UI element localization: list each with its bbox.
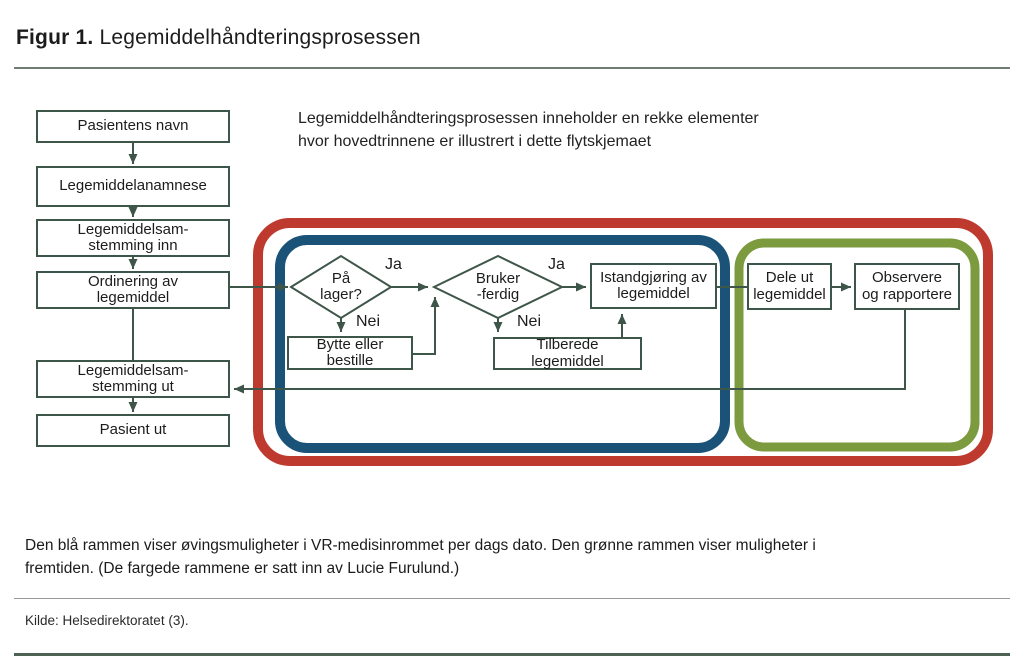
decision-label-line: lager? — [320, 285, 362, 303]
box-pasient-ut: Pasient ut — [36, 414, 230, 447]
box-label: Legemiddelanamnese — [59, 177, 207, 195]
intro-line: hvor hovedtrinnene er illustrert i dette… — [298, 133, 652, 150]
label-ja-2: Ja — [548, 256, 565, 273]
box-label: Pasientens navn — [77, 117, 189, 135]
box-label: Legemiddelsam- — [77, 220, 189, 238]
box-legemiddelanamnese: Legemiddelanamnese — [36, 166, 230, 207]
box-legemiddelsamstemming-inn: Legemiddelsam- stemming inn — [36, 219, 230, 257]
box-label: Dele ut — [765, 269, 814, 286]
caption-text: Den blå rammen viser øvingsmuligheter i … — [25, 535, 816, 580]
box-label: Pasient ut — [99, 421, 167, 439]
box-istandgjoring-av-legemiddel: Istandgjøring av legemiddel — [590, 263, 717, 309]
decision-label-line: På — [331, 269, 351, 287]
box-pasientens-navn: Pasientens navn — [36, 110, 230, 143]
box-label: legemiddel — [753, 285, 826, 303]
arrow-bytte-return — [413, 297, 440, 355]
box-label: og rapportere — [861, 285, 953, 303]
label-ja-1: Ja — [385, 256, 402, 273]
box-label: stemming ut — [92, 378, 174, 395]
box-ordinering-av-legemiddel: Ordinering av legemiddel — [36, 271, 230, 309]
box-label: Tilberede — [536, 336, 599, 353]
figure-label: Figur 1. — [16, 26, 94, 49]
box-observere-og-rapportere: Observere og rapportere — [854, 263, 960, 310]
box-label: bestille — [326, 352, 374, 369]
box-label: Bytte eller — [316, 335, 384, 353]
figure-title: Figur 1. Legemiddelhåndteringsprosessen — [16, 26, 421, 50]
label-nei-1: Nei — [356, 313, 381, 330]
box-label: Ordinering av — [87, 272, 179, 290]
arrow-observere-to-samstemming-ut — [234, 310, 906, 394]
label-nei-2: Nei — [517, 313, 542, 330]
caption-line: fremtiden. (De fargede rammene er satt i… — [25, 559, 460, 577]
box-label: Istandgjøring av — [600, 268, 707, 286]
decision-label-line: Bruker — [475, 269, 521, 287]
intro-text: Legemiddelhåndteringsprosessen inneholde… — [298, 107, 759, 153]
box-label: legemiddel — [531, 352, 604, 370]
blue-frame — [275, 235, 730, 453]
decision-brukerferdig-label: Bruker -ferdig — [448, 261, 548, 312]
box-label: legemiddel — [617, 285, 690, 302]
red-frame — [253, 218, 993, 466]
box-tilberede-legemiddel: Tilberede legemiddel — [493, 336, 642, 370]
intro-line: Legemiddelhåndteringsprosessen inneholde… — [298, 110, 759, 127]
source-text: Kilde: Helsedirektoratet (3). — [25, 613, 189, 628]
caption-line: Den blå rammen viser øvingsmuligheter i … — [25, 537, 816, 554]
box-dele-ut-legemiddel: Dele ut legemiddel — [747, 263, 832, 310]
decision-label-line: -ferdig — [476, 285, 520, 303]
title-divider — [14, 67, 1010, 69]
decision-pa-lager-label: På lager? — [301, 261, 381, 312]
box-label: Observere — [871, 269, 943, 286]
box-legemiddelsamstemming-ut: Legemiddelsam- stemming ut — [36, 360, 230, 398]
bottom-divider — [14, 653, 1010, 656]
figure-name: Legemiddelhåndteringsprosessen — [99, 26, 421, 49]
box-label: legemiddel — [96, 289, 170, 306]
box-label: stemming inn — [88, 237, 178, 254]
box-label: Legemiddelsam- — [77, 361, 189, 379]
green-frame — [734, 238, 980, 452]
box-bytte-eller-bestille: Bytte eller bestille — [287, 336, 413, 370]
source-divider — [14, 598, 1010, 599]
